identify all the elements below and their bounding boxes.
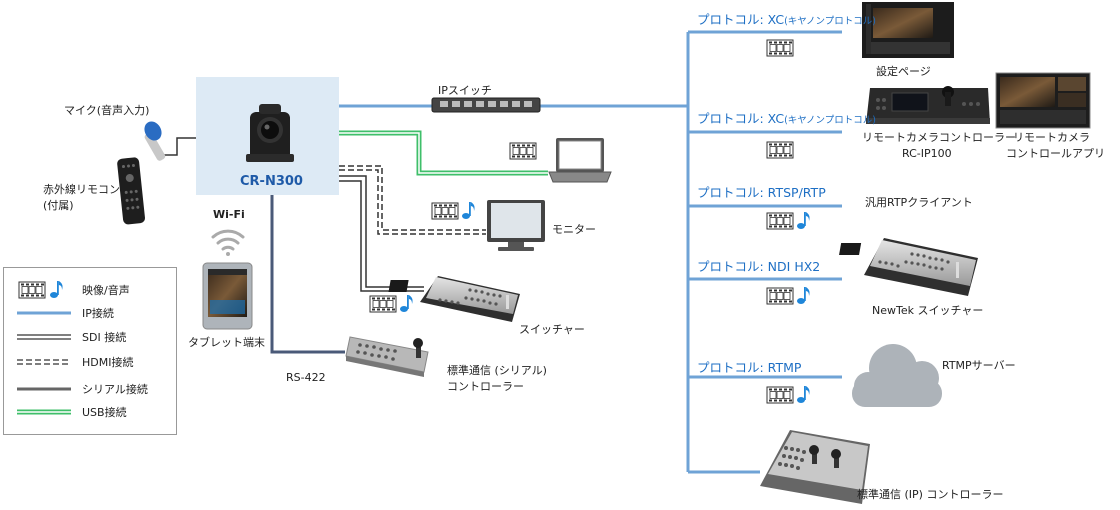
ir-remote-icon [117,157,145,225]
usb-line [339,130,548,176]
camera-icon [246,104,294,162]
ip-lines [339,30,842,474]
remote-camera-app-screen [995,72,1091,129]
mic-label: マイク(音声入力) [64,104,150,117]
tablet-label: タブレット端末 [188,336,265,349]
rc-ip100-icon [866,86,990,124]
microphone-icon [144,121,166,161]
protocol-label-3: プロトコル: RTSP/RTP [697,185,826,200]
rc-ip100-label-2: RC-IP100 [902,147,952,160]
ir-remote-label-2: (付属) [43,199,74,212]
legend-label-usb: USB接続 [82,406,127,419]
serial-controller-icon [345,336,429,377]
monitor-label: モニター [552,223,596,236]
legend-label-sdi: SDI 接続 [82,331,127,344]
hdmi-line [339,165,486,235]
protocol-label-5: プロトコル: RTMP [697,360,802,375]
protocol-label-2: プロトコル: XC(キヤノンプロトコル) [697,111,876,126]
mic-line [163,137,196,156]
ip-switch-label: IPスイッチ [438,84,492,97]
legend-label-serial: シリアル接続 [82,383,148,396]
newtek-label: NewTek スイッチャー [872,304,984,317]
camera-app-label-2: コントロールアプリ [1006,147,1105,160]
wifi-label: Wi-Fi [213,208,245,221]
switcher-label: スイッチャー [519,323,585,336]
laptop-icon [548,138,612,183]
ip-controller-icon [760,430,870,504]
protocol-label-4: プロトコル: NDI HX2 [697,259,821,274]
camera-app-label-1: リモートカメラ [1013,131,1090,144]
settings-page-screen [862,2,954,58]
camera-model-label: CR-N300 [240,174,303,189]
switcher-icon [388,276,520,322]
serial-controller-label-2: コントローラー [447,380,524,393]
rtmp-server-label: RTMPサーバー [942,359,1016,372]
rc-ip100-label-1: リモートカメラコントローラー [862,131,1016,144]
ir-remote-label-1: 赤外線リモコン [43,183,120,196]
monitor-icon [487,200,545,251]
settings-page-label: 設定ページ [876,65,931,78]
legend-label-hdmi: HDMI接続 [82,356,134,369]
ip-switch [431,97,541,113]
newtek-switcher-icon [839,238,978,296]
serial-line [270,195,345,354]
tablet-icon [202,262,253,330]
rtp-client-label: 汎用RTPクライアント [865,196,973,209]
protocol-label-1: プロトコル: XC(キヤノンプロトコル) [697,12,876,27]
cloud-icon [852,344,942,407]
legend-box [3,267,177,435]
legend-label-av: 映像/音声 [82,284,130,297]
wifi-icon [211,229,245,256]
serial-controller-label-1: 標準通信 (シリアル) [447,364,547,377]
legend-label-ip: IP接続 [82,307,114,320]
ip-controller-label: 標準通信 (IP) コントローラー [857,488,1004,501]
rs422-label: RS-422 [286,371,326,384]
